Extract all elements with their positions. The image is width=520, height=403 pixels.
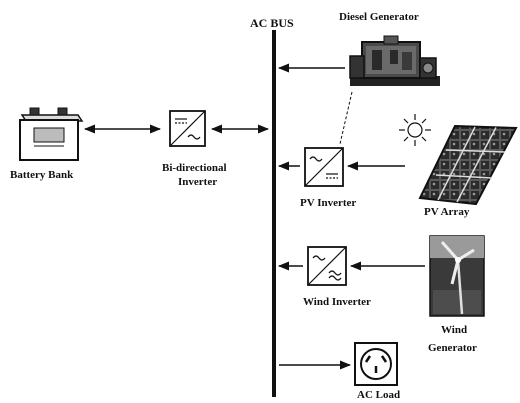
dc-ac-converter-icon xyxy=(304,147,344,187)
battery-bank: Battery Bank xyxy=(10,107,84,181)
wind-inverter: Wind Inverter xyxy=(303,246,371,308)
wind-inverter-label: Wind Inverter xyxy=(303,296,371,308)
ac-load: AC Load xyxy=(354,342,400,401)
battery-bank-label: Battery Bank xyxy=(10,169,74,181)
generator-pv-dashed-link xyxy=(339,91,353,145)
wind-generator-label-1: Wind xyxy=(441,324,467,336)
wind-generator-label-2: Generator xyxy=(428,342,477,354)
diesel-engine-icon xyxy=(349,35,440,86)
bidirectional-inverter: Bi-directional Inverter xyxy=(162,110,227,188)
bidirectional-inverter-label-2: Inverter xyxy=(178,176,217,188)
diesel-generator-label: Diesel Generator xyxy=(339,11,419,23)
pv-array: PV Array xyxy=(399,114,518,218)
battery-icon xyxy=(19,107,84,161)
sun-icon xyxy=(399,114,431,146)
ac-load-label: AC Load xyxy=(357,389,400,401)
pv-inverter-label: PV Inverter xyxy=(300,197,356,209)
solar-panel-icon xyxy=(418,124,518,206)
pv-array-label: PV Array xyxy=(424,206,470,218)
bidirectional-inverter-label-1: Bi-directional xyxy=(162,162,227,174)
dc-ac-converter-icon xyxy=(307,246,347,286)
diesel-generator: Diesel Generator xyxy=(339,11,440,86)
ac-bus-label: AC BUS xyxy=(250,16,294,30)
power-outlet-icon xyxy=(354,342,398,386)
pv-inverter: PV Inverter xyxy=(300,147,356,209)
dc-ac-converter-icon xyxy=(169,110,206,147)
wind-generator: Wind Generator xyxy=(428,235,485,354)
wind-turbine-icon xyxy=(429,235,485,317)
